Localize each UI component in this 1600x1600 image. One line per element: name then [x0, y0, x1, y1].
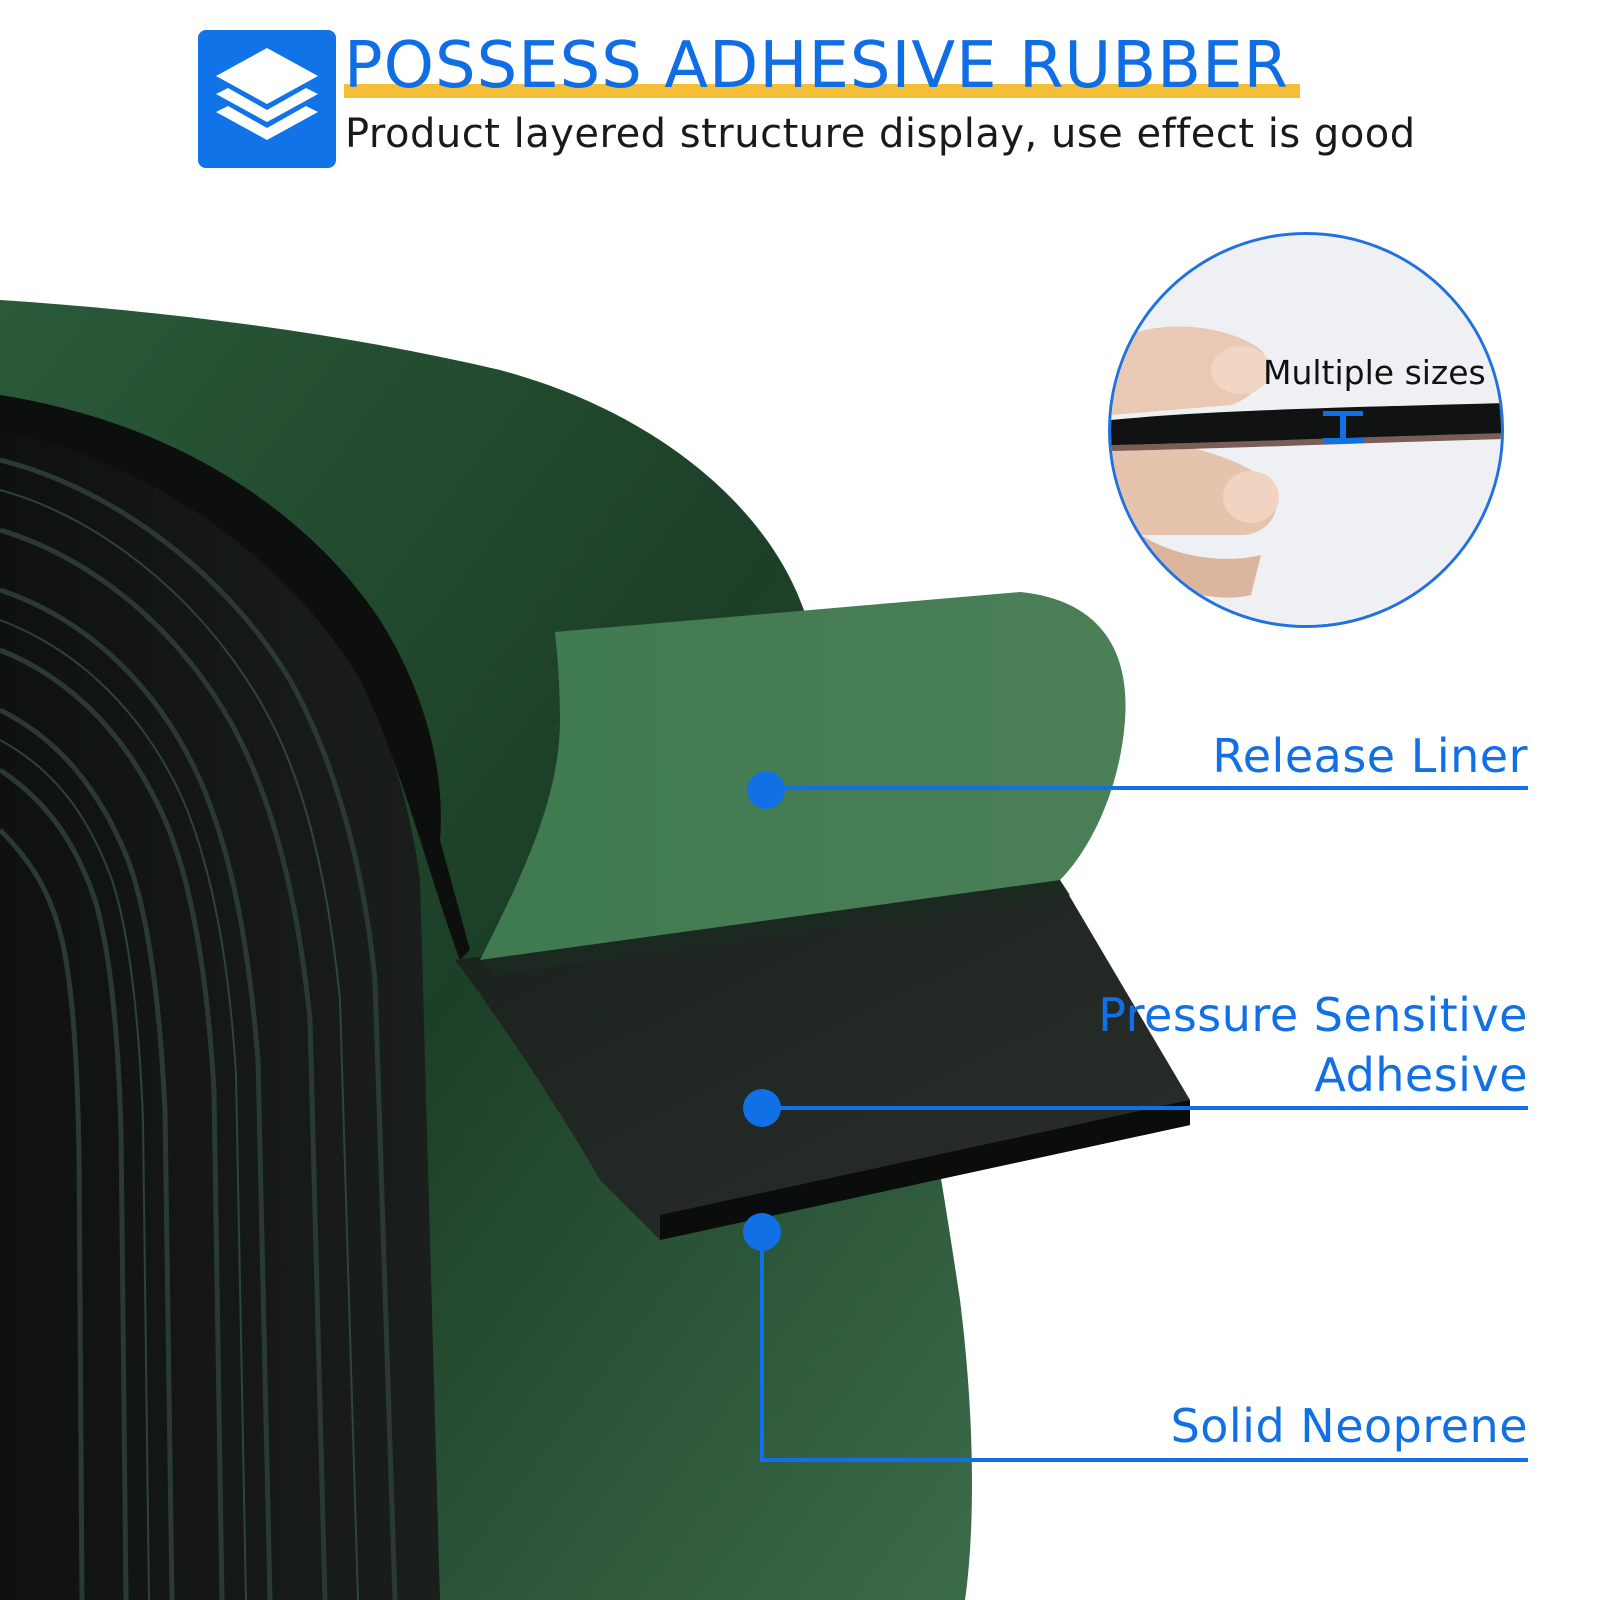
- callout-line-neoprene: [760, 1232, 1528, 1462]
- layers-icon: [198, 30, 336, 168]
- page-title: POSSESS ADHESIVE RUBBER: [344, 29, 1289, 103]
- callout-dots: [743, 771, 785, 1251]
- roll-inner-black: [0, 400, 440, 1600]
- callout-dot-release: [747, 771, 785, 809]
- release-liner-shadow: [480, 880, 1070, 975]
- solid-neoprene-label: Solid Neoprene: [1170, 1399, 1528, 1453]
- thickness-inset: Multiple sizes: [1108, 232, 1504, 628]
- roll-black-edge: [0, 395, 470, 960]
- callout-dot-psa: [743, 1089, 781, 1127]
- inset-label: Multiple sizes: [1263, 353, 1486, 392]
- pressure-sensitive-adhesive-label: Pressure Sensitive Adhesive: [1098, 985, 1528, 1105]
- rubber-strip: [1111, 403, 1501, 447]
- psa-label-line-2: Adhesive: [1314, 1048, 1528, 1102]
- callout-lines: [760, 786, 1528, 1462]
- page-subtitle: Product layered structure display, use e…: [345, 111, 1416, 157]
- roll-layer-lines: [0, 457, 398, 1600]
- release-liner-flap: [480, 592, 1126, 960]
- release-liner-label: Release Liner: [1212, 729, 1528, 783]
- psa-label-line-1: Pressure Sensitive: [1098, 988, 1528, 1042]
- title-underline: [344, 84, 1300, 98]
- layers-icon-graphic: [216, 48, 318, 140]
- title-block: POSSESS ADHESIVE RUBBER: [344, 29, 1304, 103]
- inset-photo: [1111, 235, 1501, 625]
- neoprene-flap-edge: [660, 1100, 1190, 1240]
- roll-layer-highlights: [0, 489, 359, 1600]
- thickness-marker-icon: [1323, 411, 1363, 443]
- callout-dot-neoprene: [743, 1213, 781, 1251]
